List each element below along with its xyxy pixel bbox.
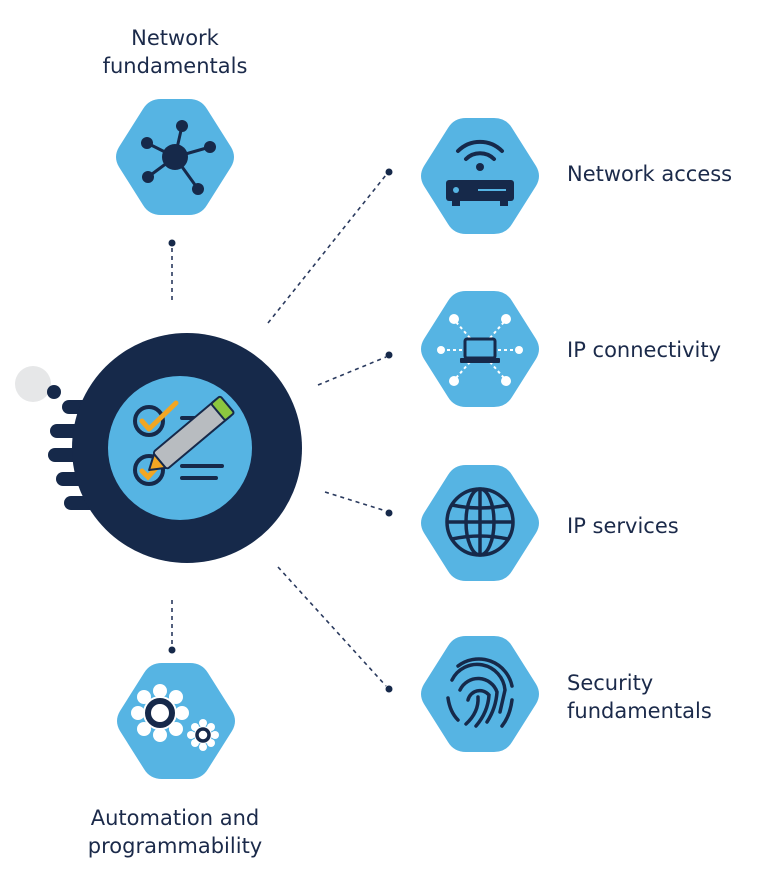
- label-ip-services-text: IP services: [567, 514, 679, 538]
- globe-icon: [445, 487, 515, 557]
- center-badge: [15, 333, 302, 563]
- label-network-fundamentals: Network fundamentals: [90, 24, 260, 80]
- connector-ip-services: [324, 491, 387, 512]
- label-security-fundamentals-line2: fundamentals: [567, 699, 712, 723]
- label-automation: Automation and programmability: [70, 804, 280, 860]
- label-automation-line1: Automation and: [90, 806, 260, 830]
- connectors: [171, 174, 387, 687]
- connector-dots: [168, 168, 393, 693]
- network-nodes-icon: [141, 120, 216, 195]
- label-network-access-text: Network access: [567, 162, 733, 186]
- label-automation-line2: programmability: [87, 834, 263, 858]
- label-network-fundamentals-line2: fundamentals: [102, 54, 248, 78]
- label-ip-connectivity: IP connectivity: [567, 336, 721, 364]
- label-ip-services: IP services: [567, 512, 679, 540]
- connector-network-access: [267, 174, 387, 324]
- hex-security-fundamentals: [421, 636, 539, 752]
- decor-bubble: [15, 366, 51, 402]
- hex-ip-connectivity: [421, 291, 539, 407]
- label-ip-connectivity-text: IP connectivity: [567, 338, 722, 362]
- label-network-fundamentals-line1: Network: [131, 26, 219, 50]
- label-security-fundamentals: Security fundamentals: [567, 669, 712, 725]
- laptop-network-icon: [437, 314, 523, 386]
- hex-automation: [117, 663, 235, 779]
- hex-network-fundamentals: [116, 99, 234, 215]
- fingerprint-icon: [446, 657, 514, 728]
- label-network-access: Network access: [567, 160, 732, 188]
- checklist-marker-icon: [133, 395, 235, 486]
- hex-network-access: [421, 118, 539, 234]
- hex-ip-services: [421, 465, 539, 581]
- label-security-fundamentals-line1: Security: [567, 671, 654, 695]
- wifi-router-icon: [446, 139, 514, 206]
- gears-icon: [131, 684, 219, 751]
- connector-security: [277, 566, 387, 687]
- connector-ip-connectivity: [317, 356, 387, 386]
